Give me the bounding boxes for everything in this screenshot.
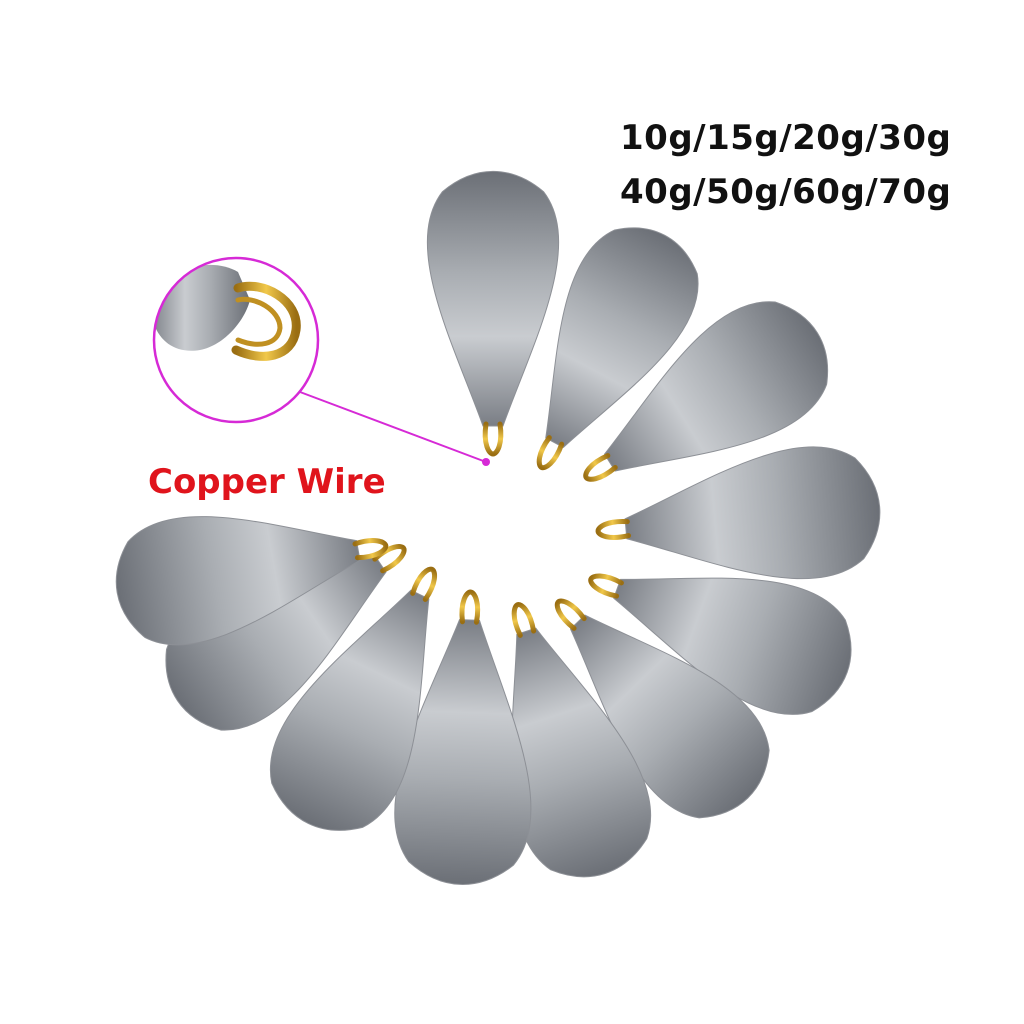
copper-wire-loop — [511, 602, 537, 638]
callout-pointer — [299, 391, 487, 463]
weight-sizes-row-2: 40g/50g/60g/70g — [620, 172, 952, 212]
copper-wire-loop — [583, 453, 618, 482]
sinker — [588, 573, 852, 715]
sinker — [269, 566, 438, 831]
copper-wire-loop — [482, 421, 504, 457]
callout-dot — [482, 458, 490, 466]
callout-ring — [152, 256, 320, 424]
copper-wire-loop — [588, 573, 624, 599]
copper-wire-loop — [595, 519, 632, 540]
copper-wire-loop — [372, 544, 407, 574]
copper-wire-loop — [536, 435, 565, 471]
copper-wire-loop — [352, 538, 389, 561]
sinker — [427, 171, 559, 457]
sinker — [595, 446, 881, 580]
copper-wire-label: Copper Wire — [148, 462, 386, 502]
callout-zoom — [152, 256, 490, 466]
weight-sizes-row-1: 10g/15g/20g/30g — [620, 118, 952, 158]
copper-wire-loop — [459, 589, 481, 625]
copper-wire-loop — [410, 566, 438, 602]
sinker — [115, 516, 389, 646]
sinker — [536, 227, 699, 471]
copper-wire-loop — [554, 598, 587, 631]
sinker — [583, 301, 829, 482]
